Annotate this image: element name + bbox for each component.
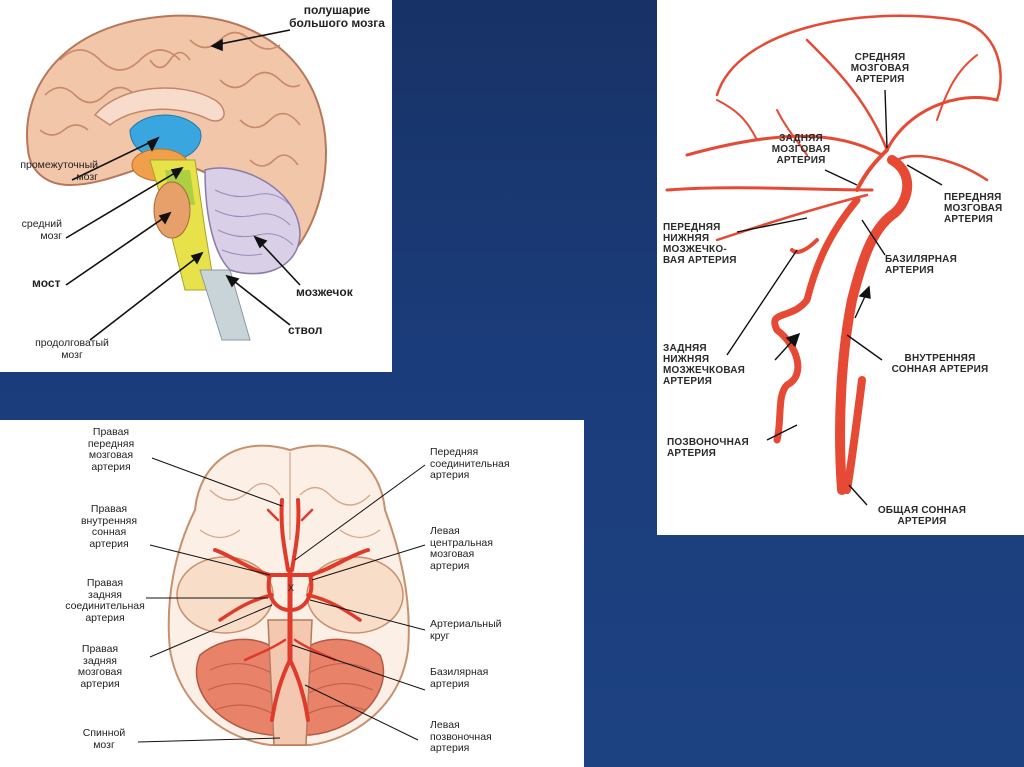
- label-middle-cerebral-artery: СРЕДНЯЯ МОЗГОВАЯ АРТЕРИЯ: [850, 52, 910, 85]
- arteries-illustration: [665, 14, 1002, 506]
- circle-of-willis-panel: X Правая передняя мозговая артерия Права…: [0, 420, 584, 767]
- label-left-vertebral-artery: Левая позвоночная артерия: [430, 719, 492, 754]
- circle-ring-shape: [266, 573, 314, 613]
- label-cerebellum: мозжечок: [296, 285, 353, 299]
- brain-illustration: [26, 14, 327, 341]
- label-right-posterior-cerebral-artery: Правая задняя мозговая артерия: [77, 643, 123, 690]
- label-anterior-communicating-artery: Передняя соединительная артерия: [430, 446, 510, 481]
- label-hemisphere: полушарие большого мозга: [289, 3, 385, 30]
- brainstem-shape: [199, 269, 251, 341]
- label-right-anterior-cerebral-artery: Правая передняя мозговая артерия: [87, 426, 135, 473]
- label-posterior-inferior-cerebellar-artery: ЗАДНЯЯ НИЖНЯЯ МОЗЖЕЧКОВАЯ АРТЕРИЯ: [663, 343, 746, 387]
- circle-of-willis-illustration: [137, 444, 426, 746]
- label-pons: мост: [32, 276, 61, 290]
- label-common-carotid-artery: ОБЩАЯ СОННАЯ АРТЕРИЯ: [877, 505, 967, 527]
- label-anterior-inferior-cerebellar-artery: ПЕРЕДНЯЯ НИЖНЯЯ МОЗЖЕЧКО- ВАЯ АРТЕРИЯ: [663, 222, 737, 266]
- label-right-posterior-communicating-artery: Правая задняя соединительная артерия: [65, 577, 145, 624]
- label-spinal-cord: Спинной мозг: [82, 727, 126, 751]
- label-anterior-cerebral-artery: ПЕРЕДНЯЯ МОЗГОВАЯ АРТЕРИЯ: [944, 192, 1003, 225]
- label-right-internal-carotid-artery: Правая внутренняя сонная артерия: [80, 503, 138, 550]
- label-basilar-artery-circle: Базилярная артерия: [430, 666, 489, 690]
- internal-carotid-vessel: [835, 155, 913, 495]
- label-basilar-artery: БАЗИЛЯРНАЯ АРТЕРИЯ: [885, 254, 957, 276]
- spinal-cord-shape: [267, 619, 313, 746]
- corpus-callosum-shape: [93, 87, 225, 126]
- label-vertebral-artery: ПОЗВОНОЧНАЯ АРТЕРИЯ: [667, 437, 749, 459]
- label-medulla: продолговатый мозг: [35, 337, 109, 361]
- brain-sagittal-panel: полушарие большого мозга промежуточный м…: [0, 0, 392, 372]
- label-posterior-cerebral-artery: ЗАДНЯЯ МОЗГОВАЯ АРТЕРИЯ: [771, 133, 831, 166]
- label-midbrain: средний мозг: [21, 218, 62, 242]
- label-internal-carotid-artery: ВНУТРЕННЯЯ СОННАЯ АРТЕРИЯ: [891, 353, 989, 375]
- label-brainstem: ствол: [288, 323, 323, 337]
- label-arterial-circle: Артериальный круг: [430, 618, 502, 642]
- vertebral-vessel: [771, 196, 861, 444]
- label-left-central-cerebral-artery: Левая центральная мозговая артерия: [430, 525, 493, 572]
- cerebral-arteries-panel: СРЕДНЯЯ МОЗГОВАЯ АРТЕРИЯ ЗАДНЯЯ МОЗГОВАЯ…: [657, 0, 1024, 535]
- label-diencephalon: промежуточный мозг: [20, 159, 98, 183]
- pons-shape: [153, 181, 191, 239]
- label-crossing-mark: X: [288, 583, 295, 593]
